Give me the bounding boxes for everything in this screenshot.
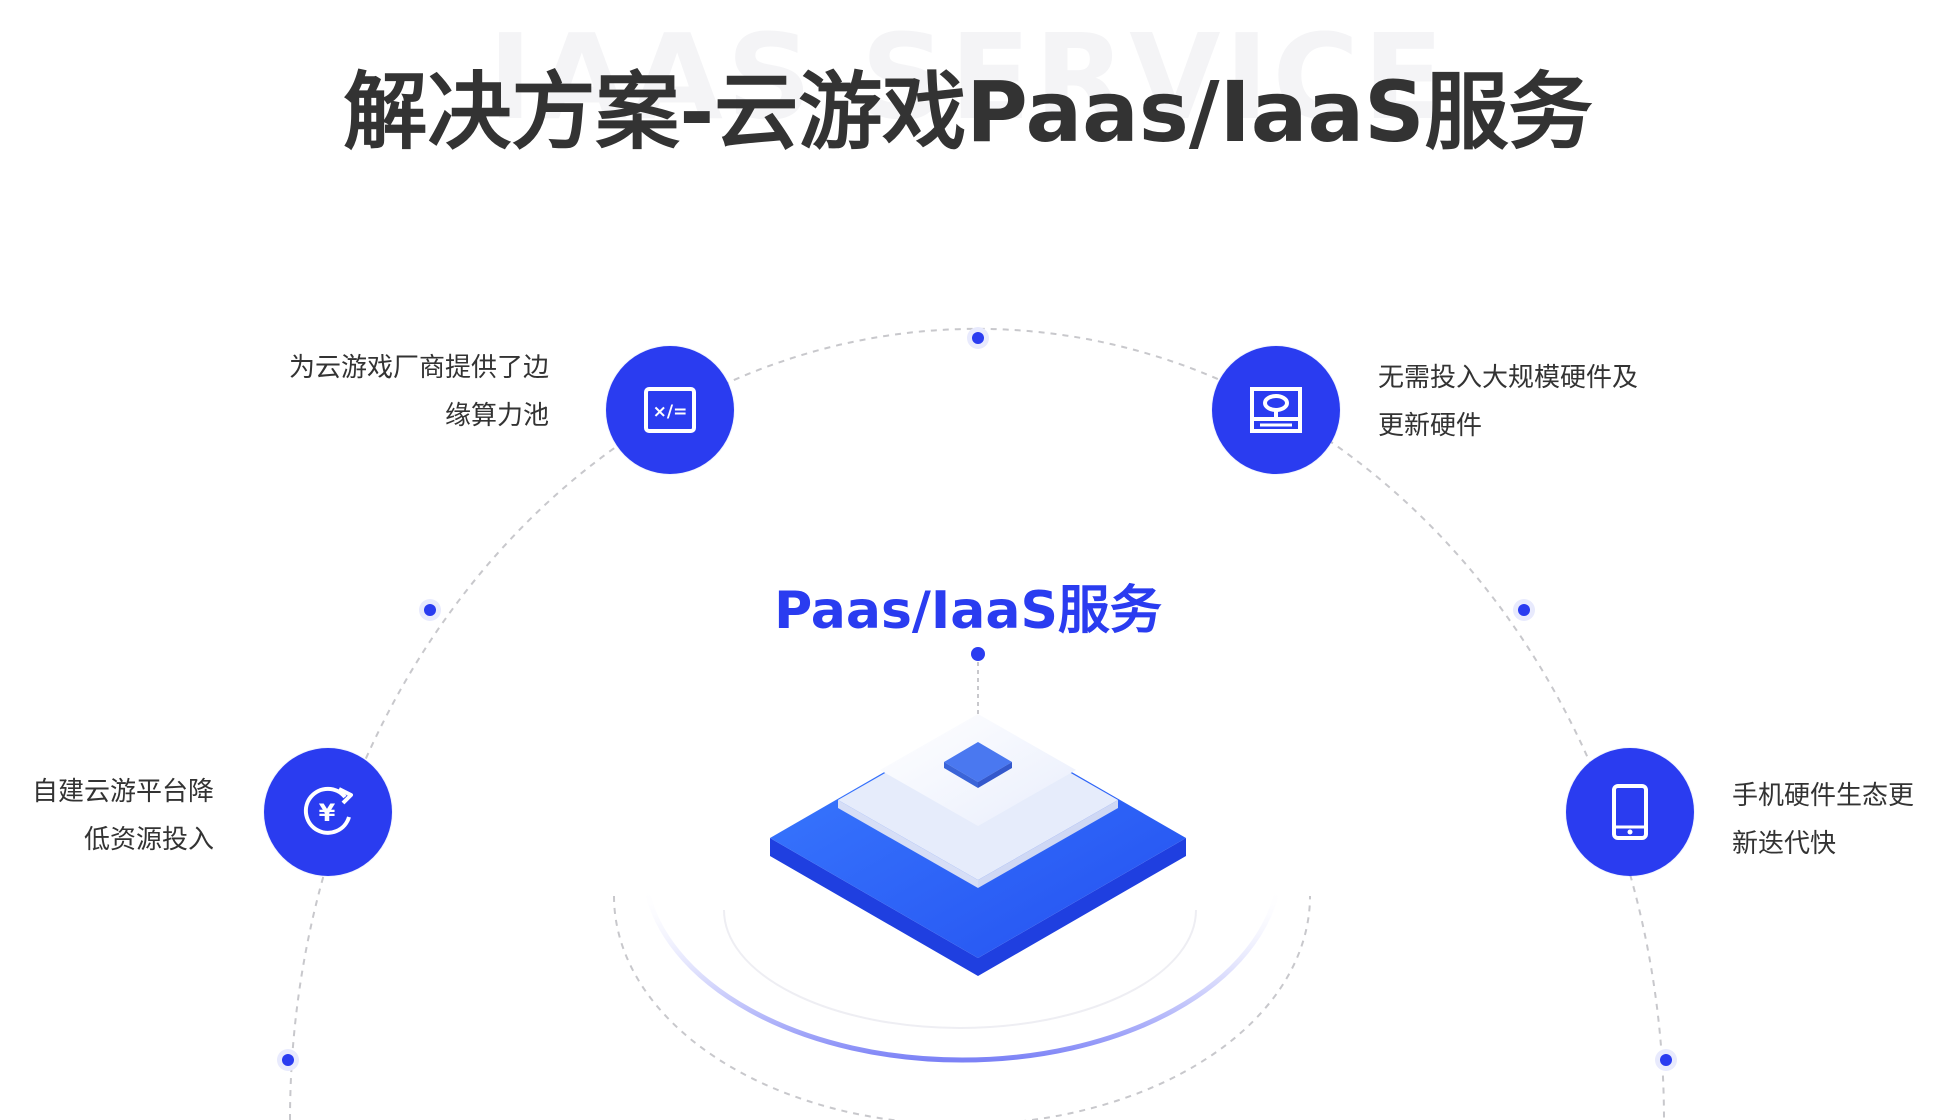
- orbit-dots: [277, 327, 1677, 1071]
- hard-drive-icon: [1250, 387, 1302, 433]
- svg-text:×/=: ×/=: [653, 402, 688, 422]
- glow-arc: [643, 885, 1281, 1063]
- yuan-refresh-icon: ¥: [303, 786, 353, 835]
- cost-node: ¥: [264, 748, 392, 876]
- feature-caption-hardware: 无需投入大规模硬件及 更新硬件: [1378, 363, 1639, 441]
- smartphone-icon: [1612, 784, 1648, 840]
- svg-text:¥: ¥: [319, 799, 336, 827]
- background-watermark: IAAS SERVICE: [488, 8, 1448, 146]
- hardware-node: [1212, 346, 1340, 474]
- mobile-node: [1566, 748, 1694, 876]
- page-title: 解决方案-云游戏Paas/IaaS服务: [343, 63, 1593, 161]
- center-label: Paas/IaaS服务: [774, 581, 1162, 641]
- feature-caption-mobile: 手机硬件生态更 新迭代快: [1732, 781, 1915, 859]
- feature-caption-compute: 为云游戏厂商提供了边 缘算力池: [288, 353, 549, 431]
- inner-bowl: [613, 895, 1311, 1120]
- compute-node: ×/=: [606, 346, 734, 474]
- platform-stack: [770, 714, 1186, 976]
- compute-card-icon: ×/=: [644, 387, 696, 433]
- feature-caption-cost: 自建云游平台降 低资源投入: [31, 777, 214, 855]
